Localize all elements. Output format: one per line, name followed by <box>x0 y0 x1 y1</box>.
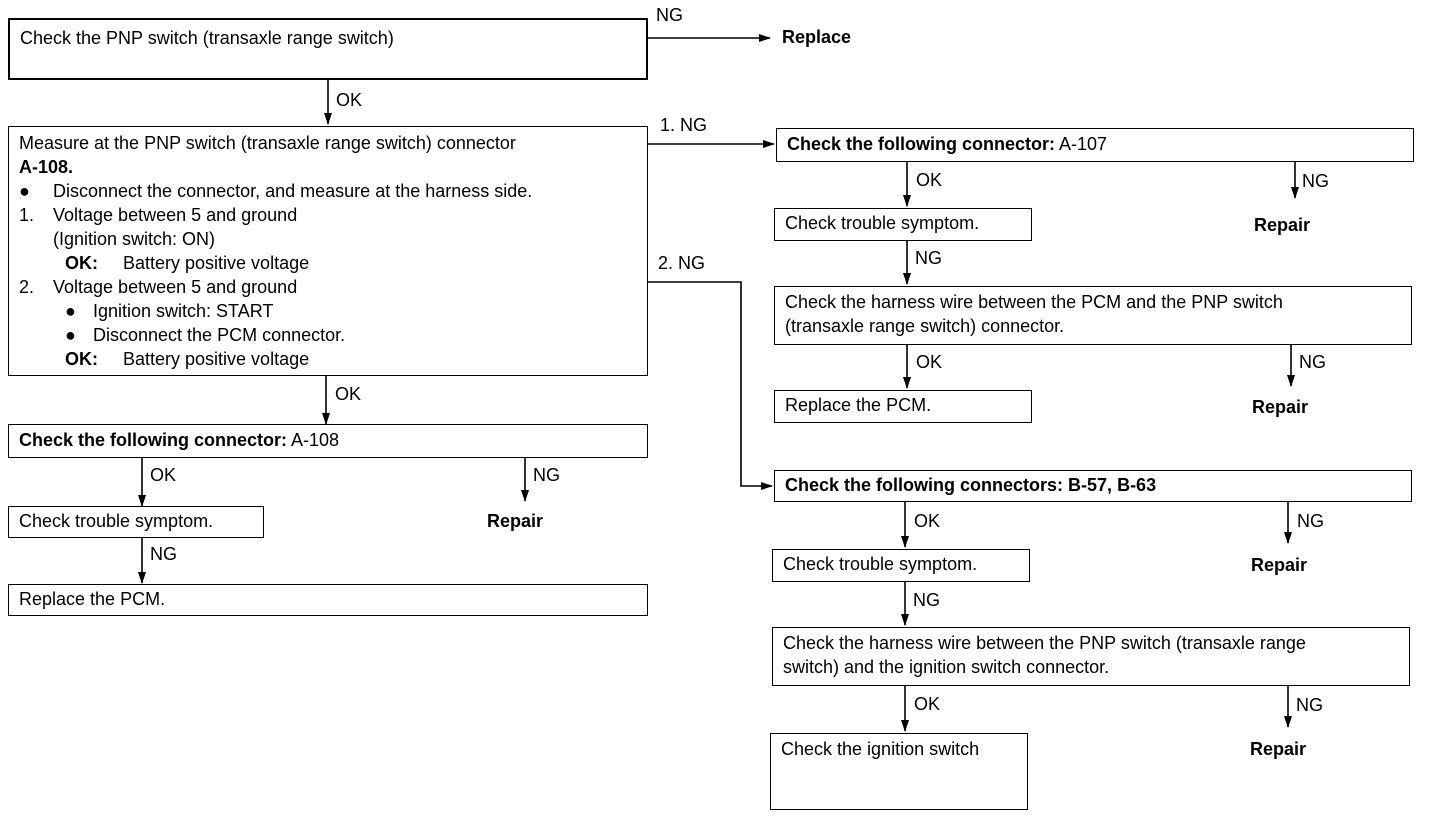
label-ok-measure: OK <box>336 90 363 110</box>
r1-replace-pcm-box: Replace the PCM. <box>774 390 1032 423</box>
label-a108-repair: Repair <box>487 511 544 531</box>
bullet-icon: ● <box>65 301 76 321</box>
ign-check-box: Check the ignition switch <box>770 733 1028 810</box>
pnp-check-box: Check the PNP switch (transaxle range sw… <box>8 18 648 80</box>
label-left-trouble-ng: NG <box>150 544 177 564</box>
label-ng-top: NG <box>656 5 683 25</box>
label-r2-trouble-ng: NG <box>913 590 940 610</box>
label-1ng: 1. NG <box>660 115 708 135</box>
label-harness-ign-repair: Repair <box>1250 739 1307 759</box>
label-harness-pcm-repair: Repair <box>1252 397 1309 417</box>
bullet-icon: ● <box>19 181 30 201</box>
label-replace: Replace <box>782 27 852 47</box>
harness-pcm-box: Check the harness wire between the PCM a… <box>774 286 1412 345</box>
conn-a107-box: Check the following connector: A-107 <box>776 128 1414 162</box>
measure-title-line1: Measure at the PNP switch (transaxle ran… <box>19 133 516 153</box>
label-a107-ok: OK <box>916 170 943 190</box>
harness-ign-box: Check the harness wire between the PNP s… <box>772 627 1410 686</box>
r2-trouble-box: Check trouble symptom. <box>772 549 1030 582</box>
measure-step0: ●Disconnect the connector, and measure a… <box>19 181 533 201</box>
measure-step1-ok: OK:Battery positive voltage <box>65 253 310 273</box>
label-ok-a108: OK <box>335 384 362 404</box>
measure-step1: 1.Voltage between 5 and ground <box>19 205 298 225</box>
left-trouble-box: Check trouble symptom. <box>8 506 264 538</box>
label-b57-ok: OK <box>914 511 941 531</box>
measure-step2-bullet2: ●Disconnect the PCM connector. <box>65 325 346 345</box>
measure-step2-bullet1: ●Ignition switch: START <box>65 301 274 321</box>
label-harness-ign-ok: OK <box>914 694 941 714</box>
conn-a108-box: Check the following connector: A-108 <box>8 424 648 458</box>
label-2ng: 2. NG <box>658 253 706 273</box>
measure-step2-ok: OK:Battery positive voltage <box>65 349 310 369</box>
conn-b57-box: Check the following connectors: B-57, B-… <box>774 470 1412 502</box>
label-a108-ok: OK <box>150 465 177 485</box>
measure-step1-cond: (Ignition switch: ON) <box>53 229 216 249</box>
label-harness-ign-ng: NG <box>1296 695 1323 715</box>
left-replace-pcm-box: Replace the PCM. <box>8 584 648 616</box>
measure-title-line2: A-108. <box>19 157 74 177</box>
arrow-2ng-b57 <box>648 281 773 490</box>
label-a108-ng: NG <box>533 465 560 485</box>
label-r1-trouble-ng: NG <box>915 248 942 268</box>
label-harness-pcm-ok: OK <box>916 352 943 372</box>
label-a107-repair: Repair <box>1254 215 1311 235</box>
label-b57-repair: Repair <box>1251 555 1308 575</box>
label-harness-pcm-ng: NG <box>1299 352 1326 372</box>
measure-step2: 2.Voltage between 5 and ground <box>19 277 298 297</box>
pnp-check-text: Check the PNP switch (transaxle range sw… <box>20 28 394 48</box>
label-b57-ng: NG <box>1297 511 1324 531</box>
r1-trouble-box: Check trouble symptom. <box>774 208 1032 241</box>
label-a107-ng: NG <box>1302 171 1329 191</box>
measure-box: Measure at the PNP switch (transaxle ran… <box>8 126 648 376</box>
bullet-icon: ● <box>65 325 76 345</box>
